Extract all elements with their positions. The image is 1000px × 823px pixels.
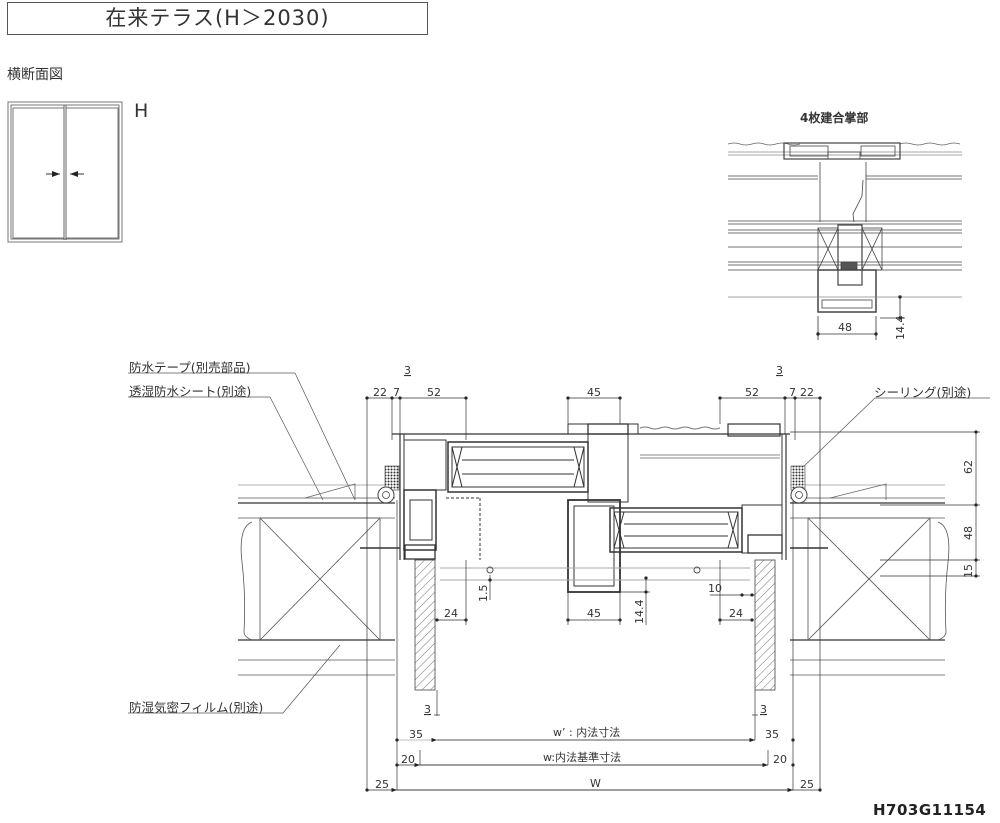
dim-W-label: W <box>590 777 601 790</box>
sealant-left <box>384 465 400 491</box>
wall-left <box>238 483 400 676</box>
detail-dimensions <box>816 295 905 340</box>
dim-24-right: 24 <box>729 607 743 620</box>
detail-dim-width: 48 <box>838 321 852 334</box>
dim-bottom-left-25: 25 <box>375 778 389 791</box>
callout-breathable-sheet: 透湿防水シート(別途) <box>129 384 252 399</box>
jamb-left <box>377 465 436 691</box>
callout-sealing: シーリング(別途) <box>874 385 972 400</box>
dim-14-4: 14.4 <box>633 600 646 625</box>
dim-right-62: 62 <box>962 460 975 474</box>
dimension-lines <box>365 396 980 793</box>
dim-bottom-right-3: 3 <box>760 703 767 716</box>
drawing-title: 在来テラス(H＞2030) <box>7 2 428 35</box>
detail-dim-height: 14.4 <box>894 316 907 341</box>
dim-right-48: 48 <box>962 526 975 540</box>
callout-vapor-film: 防湿気密フィルム(別途) <box>129 700 264 715</box>
dim-bottom-left-35: 35 <box>409 728 423 741</box>
dim-top-right-22: 22 <box>800 386 814 399</box>
wall-right <box>790 483 950 676</box>
backer-rod-left <box>377 486 395 504</box>
dim-1-5: 1.5 <box>477 585 490 603</box>
dim-top-center-45: 45 <box>587 386 601 399</box>
dim-45-mid: 45 <box>587 607 601 620</box>
section-label: 横断面図 <box>7 67 63 83</box>
dim-top-right-7: 7 <box>789 386 796 399</box>
sealant-right <box>790 465 806 491</box>
dim-top-left-7: 7 <box>393 386 400 399</box>
dim-w-prime-label: w’ : 内法寸法 <box>553 725 620 739</box>
dim-top-right-52: 52 <box>745 386 759 399</box>
detail-label: 4枚建合掌部 <box>800 111 869 125</box>
dim-bottom-right-35: 35 <box>765 728 779 741</box>
dim-10: 10 <box>708 582 722 595</box>
dim-24-left: 24 <box>444 607 458 620</box>
dim-bottom-left-20: 20 <box>401 753 415 766</box>
dim-w-label: w:内法基準寸法 <box>543 750 621 764</box>
callout-leaders <box>128 372 990 714</box>
dim-top-left-52: 52 <box>427 386 441 399</box>
drawing-code: H703G11154 <box>873 801 987 819</box>
callout-waterproof-tape: 防水テープ(別売部品) <box>129 360 251 375</box>
backer-rod-right <box>790 486 808 504</box>
dim-bottom-left-3: 3 <box>424 703 431 716</box>
dim-top-right-3: 3 <box>776 364 783 377</box>
elevation-thumbnail <box>7 101 123 243</box>
dim-top-left-22: 22 <box>373 386 387 399</box>
meeting-stile-detail <box>727 142 962 313</box>
window-frame <box>392 423 790 593</box>
elevation-h-label: H <box>134 100 149 122</box>
dim-bottom-right-25: 25 <box>800 778 814 791</box>
dim-right-15: 15 <box>962 564 975 578</box>
jamb-right <box>754 465 808 691</box>
dim-top-left-3: 3 <box>404 364 411 377</box>
dim-bottom-right-20: 20 <box>773 753 787 766</box>
